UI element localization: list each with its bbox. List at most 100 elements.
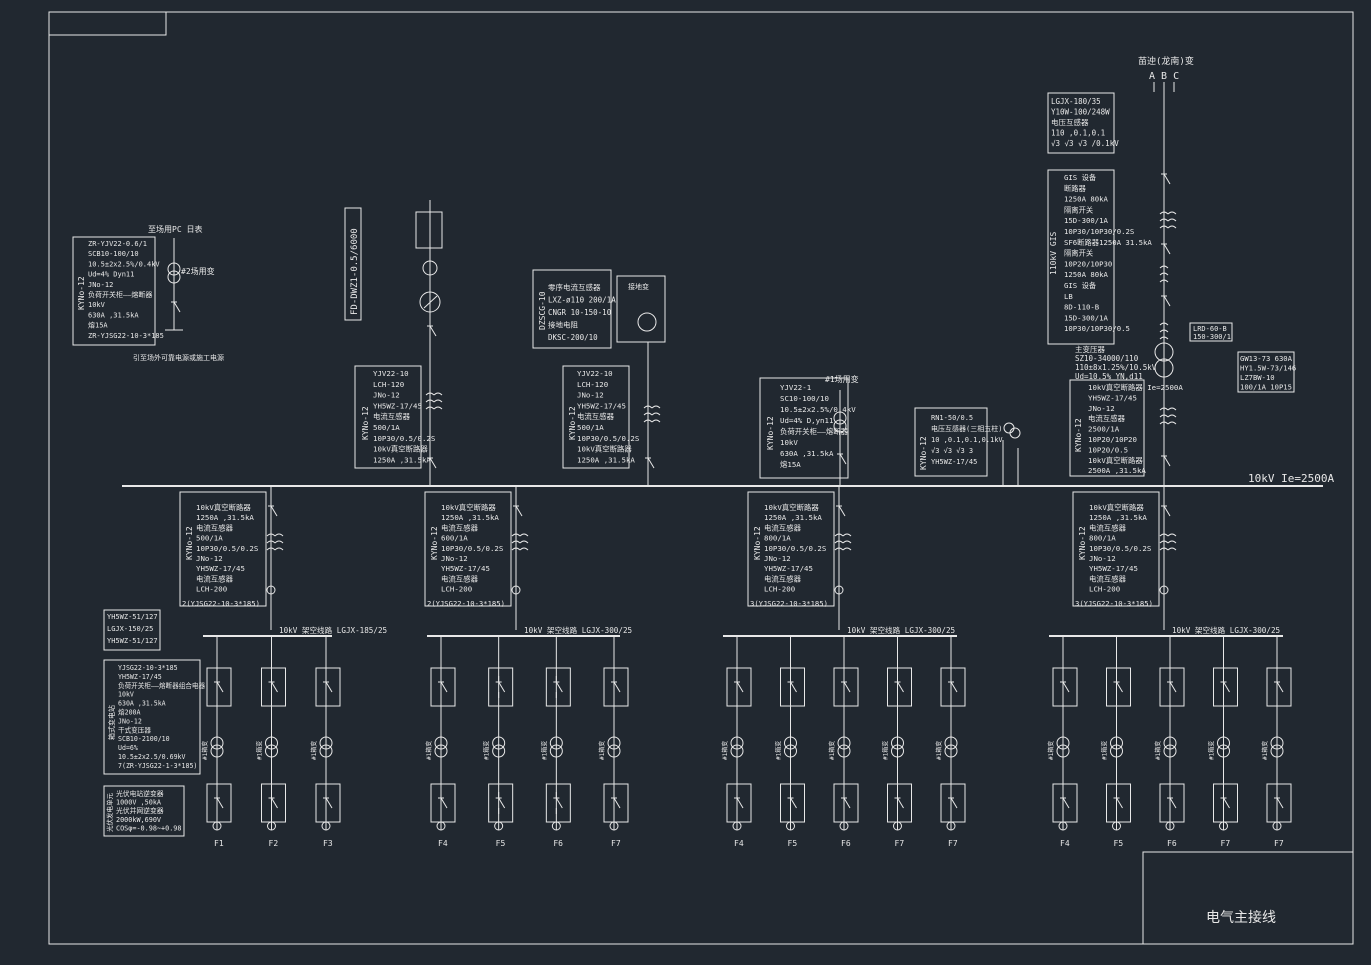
unit-label: #1箱变 [201, 741, 209, 760]
box-transformer-symbol [434, 736, 448, 750]
spec-box [1072, 491, 1160, 607]
spec-line: 10P30/0.5/0.2S [577, 434, 639, 443]
pv-box [887, 783, 912, 823]
pv-array-symbol [1112, 821, 1121, 831]
spec-line: 8D-110-B [1064, 303, 1100, 312]
feeder-label: F5 [496, 839, 506, 848]
ct-symbol [1159, 533, 1169, 537]
ct-symbol [834, 533, 844, 537]
spec-line: 10kV [118, 691, 134, 699]
wire [897, 797, 904, 809]
inverter-box [261, 667, 286, 707]
feeder-label: F6 [553, 839, 563, 848]
spec-line: 10.5±2x2.5%/0.4kV [780, 405, 856, 414]
ct-symbol [266, 540, 276, 544]
wire [613, 681, 621, 693]
spec-line: YH5WZ-17/45 [764, 564, 813, 573]
transformer-label: #2场用变 [181, 266, 215, 276]
gis-box [1047, 169, 1115, 345]
box-transformer-symbol [891, 744, 904, 758]
unit-label: #1箱变 [310, 741, 318, 760]
wire [790, 797, 797, 809]
ct-symbol [842, 547, 852, 551]
transformer-symbol [167, 262, 181, 276]
spec-line: 1250A ,31.5kA [441, 513, 499, 522]
spec-line: RN1-50/0.5 [931, 414, 973, 422]
spec-line: 10P20/10P20 [1088, 435, 1137, 444]
ct-symbol [1159, 279, 1169, 283]
wire [736, 681, 744, 693]
spec-box [424, 491, 512, 607]
spec-line: HY1.5W-73/146 [1240, 364, 1296, 373]
spec-line: 10P30/10P30/0.5 [1064, 324, 1130, 333]
ct-symbol [519, 540, 529, 544]
transformer-symbol [167, 270, 181, 284]
spec-line: SCB10-100/10 [88, 250, 139, 258]
box-transformer-symbol [492, 736, 506, 750]
left-legend: YH5WZ-51/127LGJX-150/25YH5WZ-51/127箱式变电站… [103, 609, 205, 837]
spec-line: 1250A 80kA [1064, 270, 1109, 279]
pv-box [315, 783, 341, 823]
box-transformer-symbol [837, 736, 851, 750]
spec-line: JNo-12 [1088, 404, 1115, 413]
spec-line: 15D-300/1A [1064, 313, 1109, 322]
spec-line: COSφ=-0.98~+0.98 [116, 824, 181, 832]
wire [950, 797, 958, 809]
spec-line: 100/1A 10P15 [1240, 383, 1292, 392]
spec-line: YJV22-1 [780, 383, 811, 392]
spec-line: 主变压器 [1075, 344, 1105, 354]
wire [271, 797, 278, 809]
wire [1116, 681, 1123, 693]
cable-label: 3(YJSG22-10-3*185) [1075, 599, 1153, 608]
spec-line: 10kV真空断路器 [577, 445, 632, 454]
source-name: 苗迚(龙南)变 [1138, 55, 1194, 67]
spec-line: 1000V ,50kA [116, 799, 161, 807]
spec-line: Ud=4% D,yn11 [780, 416, 833, 425]
pv-array-symbol [212, 821, 222, 831]
ct-symbol [1159, 421, 1169, 425]
wire [647, 457, 655, 469]
wire [1169, 681, 1177, 693]
box-transformer-symbol [1217, 744, 1230, 758]
spec-line: 10P30/0.5/0.2S [196, 544, 258, 553]
spec-line: 负荷开关柜——熔断器组合电器 [118, 681, 205, 690]
box-transformer-symbol [784, 744, 797, 758]
reactor-box [415, 211, 443, 249]
ct-symbol [1159, 218, 1169, 222]
cable-label: 3(YJSG22-10-3*185) [750, 599, 828, 608]
ct-symbol [643, 419, 653, 423]
spec-line: 10kV [780, 438, 798, 447]
unit-label: #1箱变 [1101, 741, 1109, 760]
ct-symbol [842, 533, 852, 537]
spec-line: 150-300/1 [1193, 333, 1231, 341]
inverter-box [940, 667, 966, 707]
cable-label: 2(YJSG22-10-3*185) [182, 599, 260, 608]
spec-line: JNo-12 [196, 554, 223, 563]
pv-box [1052, 783, 1078, 823]
spec-line: Ud=6% [118, 744, 138, 752]
spec-line: 10P20/0.5 [1088, 445, 1128, 454]
pv-box [430, 783, 456, 823]
spec-line: 630A ,31.5kA [118, 700, 166, 708]
wire [897, 681, 904, 693]
svg-feeder: FD-DWZ1-0.5/6000KYNo-12YJV22-10LCH-120JN… [344, 200, 443, 486]
spec-line: 15D-300/1A [1064, 216, 1109, 225]
ct-symbol [1167, 407, 1177, 411]
wire [555, 681, 563, 693]
spec-line: 电流互感器 [1089, 574, 1127, 583]
reactor-symbol [422, 260, 438, 276]
panel-side-label: DZSCG-10 [538, 291, 547, 330]
wire [838, 505, 846, 517]
wire [515, 505, 523, 517]
transformer-label: #1场用变 [825, 374, 859, 384]
spec-line: 2500A ,31.5kA [1088, 466, 1146, 475]
inverter-box [545, 667, 571, 707]
wire [1163, 295, 1171, 307]
spec-line: 10.5±2x2.5/0.69kV [118, 753, 186, 761]
pv-array-symbol [609, 821, 619, 831]
spec-box [1189, 322, 1233, 342]
ct-symbol [1159, 540, 1169, 544]
spec-line: 熔15A [88, 321, 108, 330]
